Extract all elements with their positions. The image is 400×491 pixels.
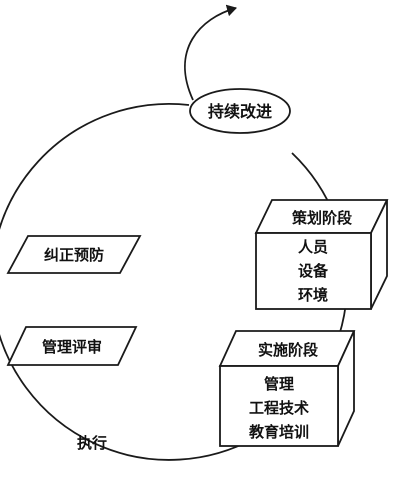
continuous-improvement-node: 持续改进 — [189, 88, 291, 134]
upward-arrow — [184, 4, 237, 101]
implementation-stage-block: 实施阶段 管理 工程技术 教育培训 — [218, 330, 356, 447]
planning-stage-block: 策划阶段 人员 设备 环境 — [254, 199, 389, 310]
planning-item-equipment: 设备 — [298, 262, 329, 280]
execution-label: 执行 — [77, 434, 107, 452]
implementation-item-training: 教育培训 — [248, 423, 309, 441]
continuous-improvement-label: 持续改进 — [208, 102, 272, 121]
management-review-node: 管理评审 — [6, 326, 138, 366]
corrective-prevention-node: 纠正预防 — [6, 235, 142, 274]
planning-stage-title: 策划阶段 — [291, 209, 352, 227]
implementation-item-management: 管理 — [264, 375, 294, 393]
planning-item-personnel: 人员 — [298, 238, 328, 256]
implementation-item-engineering: 工程技术 — [249, 399, 309, 417]
planning-item-environment: 环境 — [298, 286, 328, 304]
management-review-label: 管理评审 — [42, 338, 102, 356]
corrective-prevention-label: 纠正预防 — [44, 246, 104, 264]
implementation-stage-title: 实施阶段 — [258, 341, 318, 359]
